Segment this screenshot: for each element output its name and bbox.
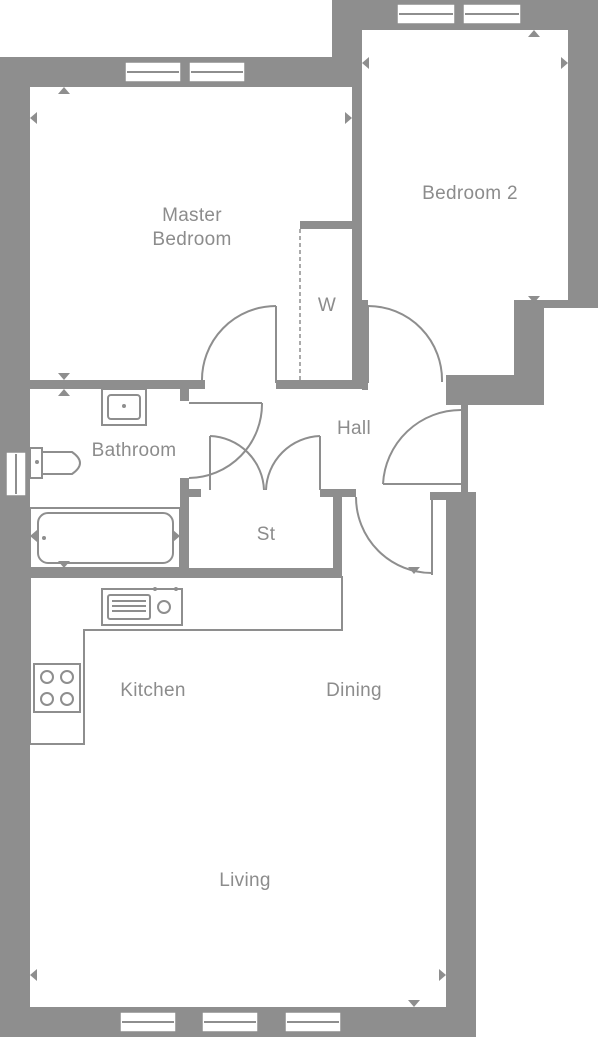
window-bathroom: [5, 451, 27, 497]
hob-icon: [33, 663, 81, 713]
window-bed2-2: [462, 3, 522, 25]
window-living-3: [284, 1011, 342, 1033]
label-store: St: [257, 524, 276, 545]
windows: [5, 3, 522, 1033]
sink-icon: [101, 587, 183, 626]
bathtub-icon: [29, 507, 181, 569]
label-dining: Dining: [326, 680, 382, 701]
window-living-2: [201, 1011, 259, 1033]
interior-walls: [30, 30, 446, 577]
label-wardrobe: W: [318, 295, 336, 316]
window-master-1: [124, 61, 182, 83]
label-bedroom-2: Bedroom 2: [422, 183, 518, 204]
dimension-markers: [30, 30, 568, 1007]
window-living-1: [119, 1011, 177, 1033]
room-labels: Master Bedroom Bedroom 2 W Hall Bathroom…: [92, 183, 518, 891]
window-bed2-1: [396, 3, 456, 25]
label-living: Living: [219, 870, 270, 891]
label-kitchen: Kitchen: [120, 680, 185, 701]
window-master-2: [188, 61, 246, 83]
fixtures: [29, 388, 343, 745]
label-master-bedroom-line1: Master: [162, 205, 222, 226]
kitchen-counter: [29, 576, 343, 745]
doors: [188, 229, 462, 575]
label-master-bedroom-line2: Bedroom: [152, 229, 231, 250]
toilet-icon: [29, 447, 81, 479]
label-bathroom: Bathroom: [92, 440, 177, 461]
label-hall: Hall: [337, 418, 371, 439]
